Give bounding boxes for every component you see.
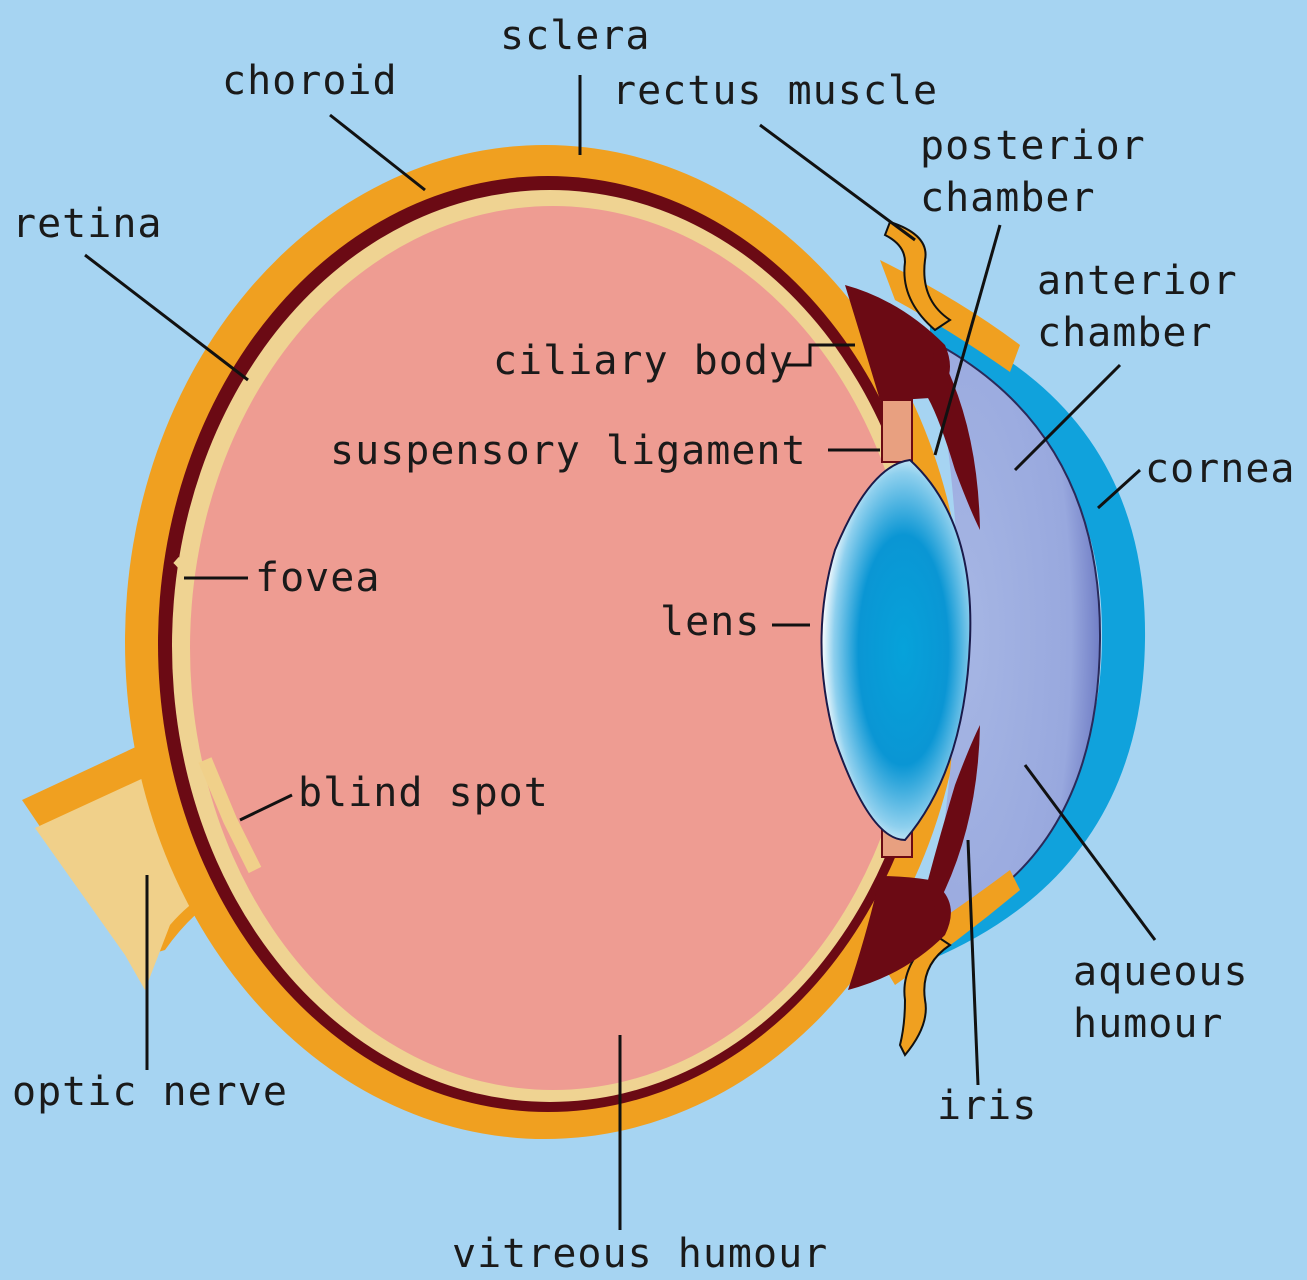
label-choroid: choroid [222, 55, 398, 107]
label-posterior-chamber: posterior chamber [920, 120, 1146, 224]
label-rectus-muscle: rectus muscle [612, 65, 938, 117]
label-retina: retina [12, 198, 163, 250]
label-vitreous-humour: vitreous humour [452, 1228, 828, 1280]
suspensory-ligament-top [882, 400, 912, 462]
label-iris: iris [937, 1080, 1037, 1132]
label-blind-spot: blind spot [298, 767, 549, 819]
label-ciliary-body: ciliary body [493, 335, 794, 387]
label-cornea: cornea [1145, 443, 1296, 495]
label-optic-nerve: optic nerve [12, 1066, 288, 1118]
label-anterior-chamber: anterior chamber [1037, 255, 1238, 359]
label-suspensory-ligament: suspensory ligament [330, 425, 807, 477]
label-fovea: fovea [255, 552, 380, 604]
label-lens: lens [660, 596, 760, 648]
label-aqueous-humour: aqueous humour [1073, 946, 1249, 1050]
label-sclera: sclera [500, 10, 651, 62]
